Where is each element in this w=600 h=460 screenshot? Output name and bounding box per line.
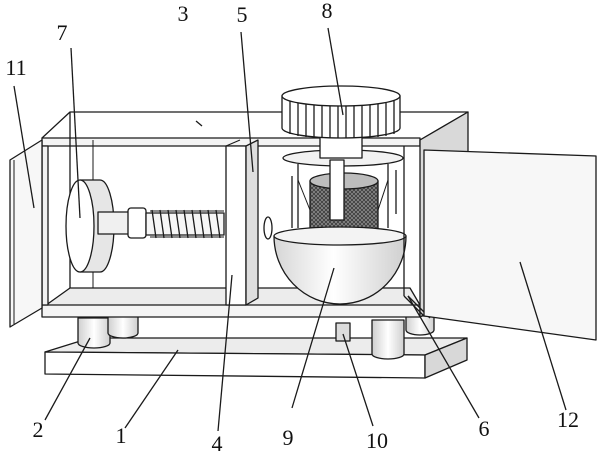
support-legs [77, 315, 435, 360]
label-12: 12 [557, 407, 579, 432]
valve-block [335, 322, 351, 342]
left-door [9, 139, 43, 328]
mixing-bowl [273, 226, 407, 305]
motor-assembly [65, 179, 131, 273]
part-labels: 1 2 3 4 5 6 7 8 9 10 11 12 [5, 0, 579, 456]
label-8: 8 [322, 0, 333, 23]
label-10: 10 [366, 428, 388, 453]
label-4: 4 [212, 431, 223, 456]
right-door [423, 149, 597, 341]
label-2: 2 [33, 417, 44, 442]
top-motor [281, 85, 401, 159]
label-11: 11 [5, 55, 26, 80]
base-plate [44, 337, 468, 379]
label-5: 5 [237, 2, 248, 27]
label-1: 1 [116, 423, 127, 448]
leader-lines [13, 27, 567, 432]
partition-plate [225, 139, 259, 306]
label-6: 6 [479, 416, 490, 441]
label-3: 3 [178, 1, 189, 26]
label-7: 7 [57, 20, 68, 45]
label-9: 9 [283, 425, 294, 450]
screw-shaft [127, 207, 273, 240]
mesh-drum [309, 159, 379, 241]
